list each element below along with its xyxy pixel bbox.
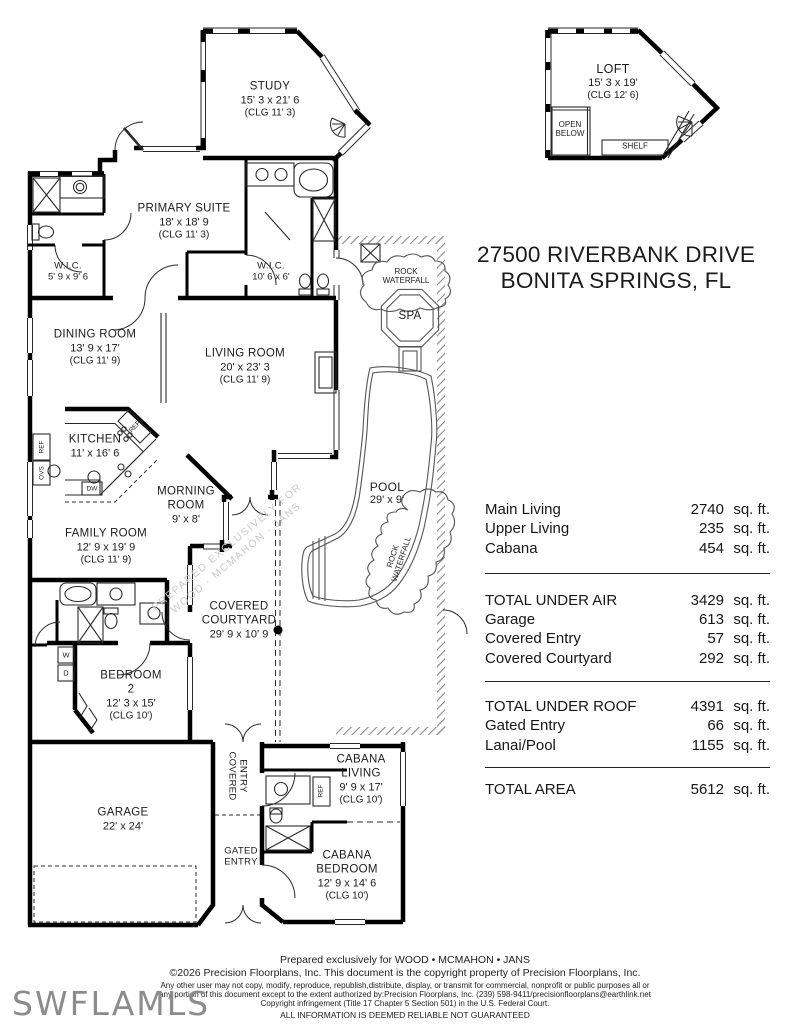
room-label-cabana-bedroom: CABANA BEDROOM 12' 9 x 14' 6 (CLG 10') <box>316 849 378 902</box>
footer: Prepared exclusively for WOOD • MCMAHON … <box>159 954 651 1020</box>
doors <box>34 121 468 924</box>
watermark-swflamls: SWFLAMLS <box>12 984 211 1023</box>
label-dw: DW <box>86 485 98 493</box>
room-label-study: STUDY 15' 3 x 21' 6 (CLG 11' 3) <box>240 80 300 119</box>
room-label-loft: LOFT 15' 3 x 19' (CLG 12' 6) <box>587 61 639 102</box>
room-label-pool: POOL 29' x 9' <box>369 480 405 507</box>
label-ovs: OVS <box>38 466 45 480</box>
room-label-dining: DINING ROOM 13' 9 x 17' (CLG 11' 9) <box>53 328 137 367</box>
room-label-family: FAMILY ROOM 12' 9 x 19' 9 (CLG 11' 9) <box>64 527 148 566</box>
room-label-covered-entry: ENTRY COVERED <box>226 751 249 801</box>
pool-spa <box>301 253 456 615</box>
room-label-cabana-living: CABANA LIVING 9' 9 x 17' (CLG 10') <box>336 753 386 806</box>
label-dryer: D <box>63 668 69 678</box>
room-label-primary-suite: PRIMARY SUITE 18' x 18' 9 (CLG 11' 3) <box>137 202 231 241</box>
room-label-morning: MORNING ROOM 9' x 8' <box>157 485 215 526</box>
room-label-garage: GARAGE 22' x 24' <box>97 806 149 833</box>
room-label-living: LIVING ROOM 20' x 23' 3 (CLG 11' 9) <box>205 347 285 386</box>
label-ref-wall: REF <box>38 440 45 454</box>
room-label-courtyard: COVERED COURTYARD 29' 9 x 10' 9 <box>201 600 277 641</box>
stats-divider <box>485 572 770 574</box>
room-label-wic-secondary: W.I.C. 10' 6 x 6' <box>252 260 290 283</box>
room-label-wic-primary: W.I.C. 5' 9 x 9' 6 <box>47 260 89 283</box>
windows <box>27 27 704 925</box>
label-shelf: SHELF <box>622 141 648 151</box>
room-label-kitchen: KITCHEN 11' x 16' 6 <box>68 433 122 460</box>
stats-divider <box>485 766 770 768</box>
fixtures <box>31 106 695 851</box>
stats-divider <box>485 681 770 683</box>
walls-outer <box>27 28 721 928</box>
room-label-gated-entry: GATED ENTRY <box>224 845 258 868</box>
dashed-lines <box>33 458 400 923</box>
label-washer: W <box>62 650 70 660</box>
screen-enclosure <box>336 236 445 735</box>
room-label-bedroom2: BEDROOM 2 12' 3 x 15' (CLG 10') <box>100 669 162 722</box>
label-ref-cabana: REF <box>317 784 325 798</box>
spiral-stairs <box>330 115 693 138</box>
property-address: 27500 RIVERBANK DRIVE BONITA SPRINGS, FL <box>476 242 756 293</box>
room-label-spa: SPA <box>398 310 422 323</box>
